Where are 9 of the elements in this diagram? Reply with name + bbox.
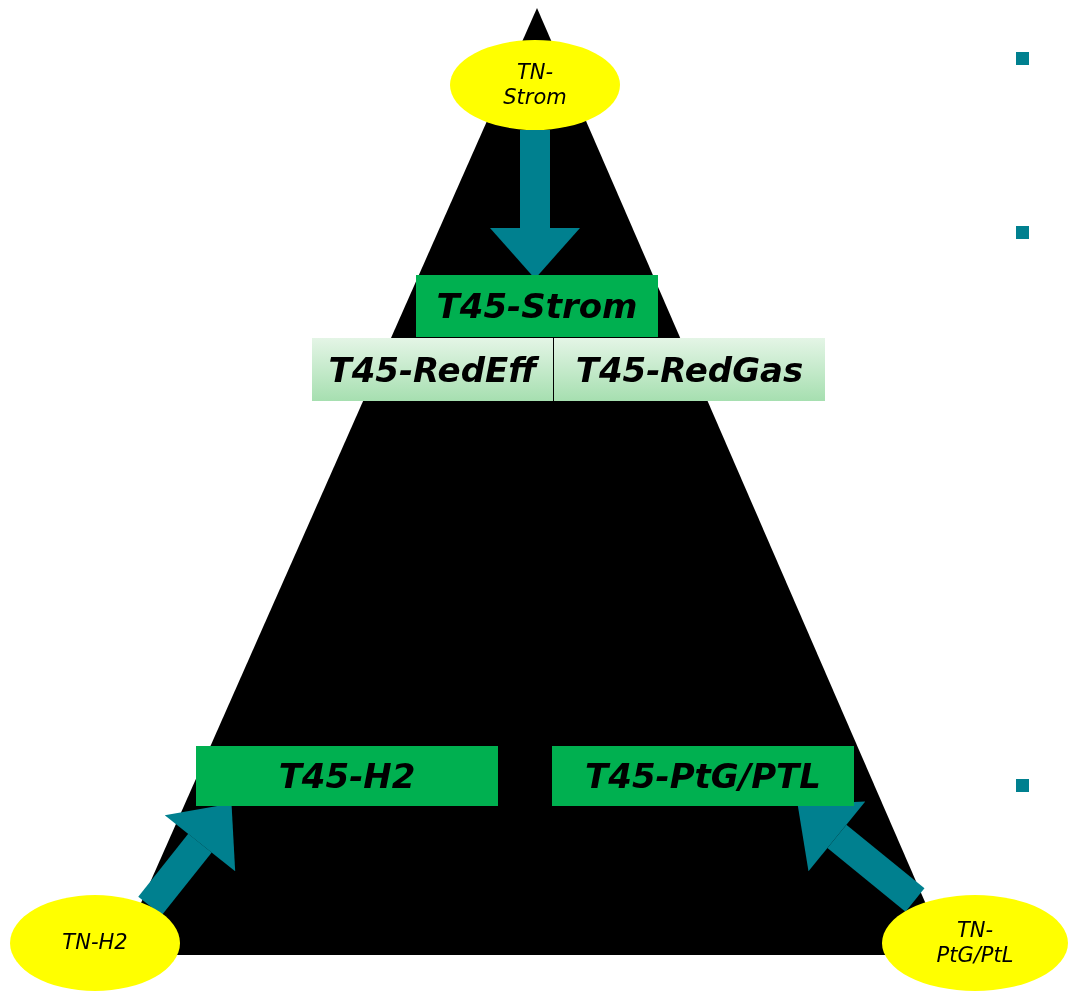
process-box: T45-Strom	[416, 275, 658, 337]
process-box: T45-RedEff	[312, 338, 554, 401]
ellipse-label: TN-PtG/PtL	[882, 895, 1068, 991]
block-arrow	[797, 801, 925, 912]
process-box: T45-H2	[196, 746, 498, 806]
process-box: T45-RedGas	[554, 338, 825, 401]
ellipse-label: TN-H2	[10, 895, 180, 991]
process-box: T45-PtG/PTL	[552, 746, 854, 806]
ellipse-label: TN-Strom	[450, 40, 620, 130]
